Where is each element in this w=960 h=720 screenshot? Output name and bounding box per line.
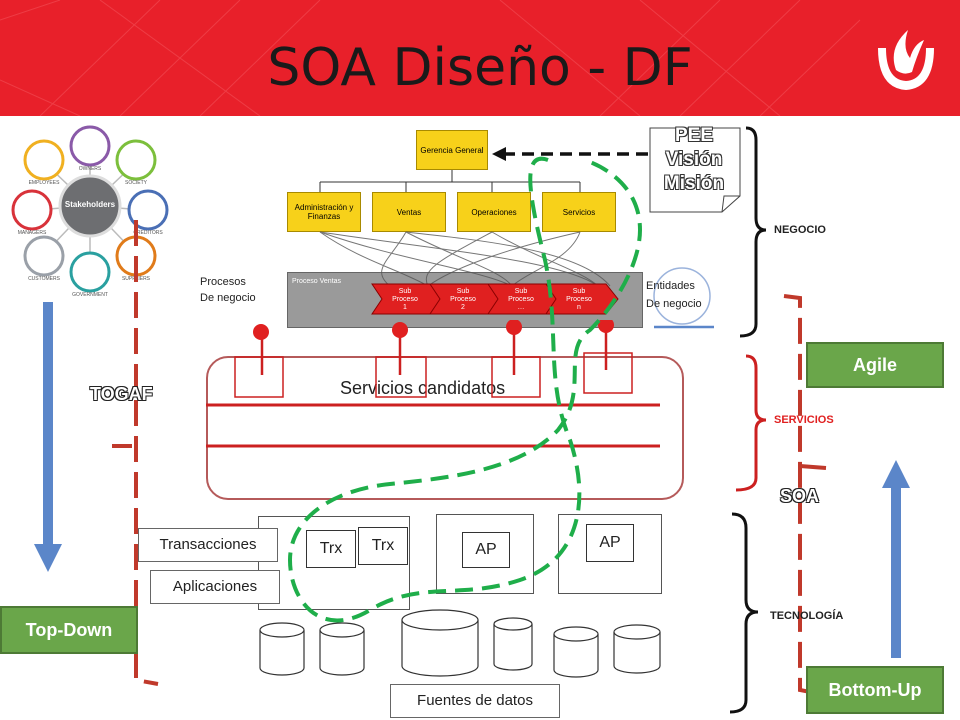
database-cylinders: [259, 609, 661, 678]
trx-box-2: Trx: [358, 527, 408, 565]
soa-label: SOA: [780, 486, 820, 506]
org-dept-operaciones: Operaciones: [457, 192, 531, 232]
aplicaciones-label: Aplicaciones: [150, 570, 280, 604]
servicios-candidatos-label: Servicios candidatos: [340, 378, 506, 398]
entidades-circle: [653, 267, 714, 329]
org-connectors: [319, 170, 581, 192]
fuentes-de-datos-label: Fuentes de datos: [390, 684, 560, 718]
bottom-up-button[interactable]: Bottom-Up: [806, 666, 944, 714]
entidades-label-1: Entidades: [646, 280, 695, 292]
procesos-label-1: Procesos: [200, 276, 246, 288]
negocio-label: NEGOCIO: [774, 224, 826, 236]
org-process-links: [319, 231, 611, 287]
top-down-button[interactable]: Top-Down: [0, 606, 138, 654]
stakeholder-employees: EMPLOYEES: [28, 180, 60, 186]
transacciones-label: Transacciones: [138, 528, 278, 562]
agile-button[interactable]: Agile: [806, 342, 944, 388]
togaf-label: TOGAF: [90, 384, 153, 404]
stakeholder-society: SOCIETY: [125, 180, 147, 186]
org-dept-administracion: Administración y Finanzas: [287, 192, 361, 232]
procesos-label-2: De negocio: [200, 292, 256, 304]
entidades-label-2: De negocio: [646, 298, 702, 310]
servicios-candidatos-box: [206, 356, 684, 500]
org-gerencia-general: Gerencia General: [416, 130, 488, 170]
org-dept-servicios: Servicios: [542, 192, 616, 232]
banner-pattern: [0, 0, 861, 116]
stakeholders-wheel: [11, 125, 169, 293]
stakeholder-creditors: CREDITORS: [133, 230, 163, 236]
process-title: Proceso Ventas: [292, 278, 342, 285]
subprocess-arrows: [371, 283, 619, 315]
servicios-label: SERVICIOS: [774, 414, 834, 426]
org-dept-ventas: Ventas: [372, 192, 446, 232]
stakeholder-managers: MANAGERS: [17, 230, 47, 236]
upc-logo-icon: [878, 30, 934, 90]
ap-box-2: AP: [586, 524, 634, 562]
stakeholders-center-label: Stakeholders: [64, 200, 116, 209]
stakeholder-owners: OWNERS: [78, 166, 102, 172]
service-connectors: [206, 320, 660, 448]
tecnologia-label: TECNOLOGÍA: [770, 610, 844, 622]
stakeholder-customers: CUSTOMERS: [28, 276, 60, 282]
trx-box-1: Trx: [306, 530, 356, 568]
pee-note-shape: [649, 127, 741, 213]
page-title: SOA Diseño - DF: [267, 38, 693, 98]
ap-box-1: AP: [462, 532, 510, 568]
title-banner: SOA Diseño - DF: [0, 0, 960, 116]
stakeholder-government: GOVERNMENT: [72, 292, 108, 298]
